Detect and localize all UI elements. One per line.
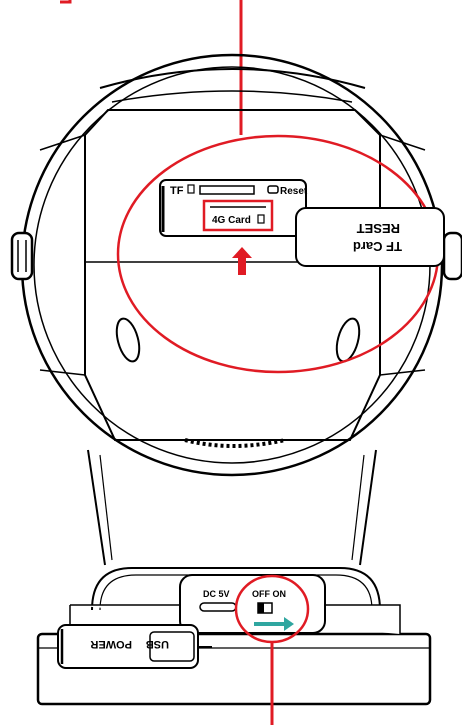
reset-button-icon [267,185,279,194]
right-knob [442,231,462,281]
left-vent [115,317,141,363]
inserted-card-highlight [202,199,274,232]
card-label: 4G Card [212,215,251,226]
power-switch-knob [258,603,264,613]
insert-arrow-icon [232,247,252,275]
front-panel [84,109,381,441]
top-edge-red-mark [60,0,72,4]
left-strut [39,134,86,376]
switch-label: OFF ON [252,589,286,599]
side-knobs [10,231,462,281]
usb-label: USB [146,638,169,650]
card-lock-icon [257,214,265,224]
switch-arrow-icon [254,617,294,631]
flap-body [295,207,445,267]
neck-inner-left [99,454,113,561]
tf-slot [199,185,255,195]
tf-label: TF [170,185,184,197]
top-rim-inner [111,90,353,103]
dc-label: DC 5V [203,589,230,599]
stand [87,449,377,566]
neck-inner-right [351,454,365,561]
flap-label-reset: RESET [357,221,400,236]
right-strut [379,134,426,376]
neck-left [87,449,106,566]
neck-right [359,449,377,566]
rear-panel: DC 5V OFF ON [179,574,326,634]
bottom-grille [184,438,286,448]
rear-panel-body [179,574,326,634]
card-flap: TF Card RESET [295,207,445,267]
usb-flap: USB POWER [57,624,212,669]
tf-slot-icon [187,184,195,194]
usb-plug [149,631,195,662]
reset-label: Reset [280,186,308,197]
flap-label-tf-card: TF Card [353,239,402,254]
left-knob [10,231,34,281]
power-word-label: POWER [90,638,132,650]
top-rim [99,68,366,89]
card-slot-assembly: TF Reset 4G Card [159,179,308,237]
